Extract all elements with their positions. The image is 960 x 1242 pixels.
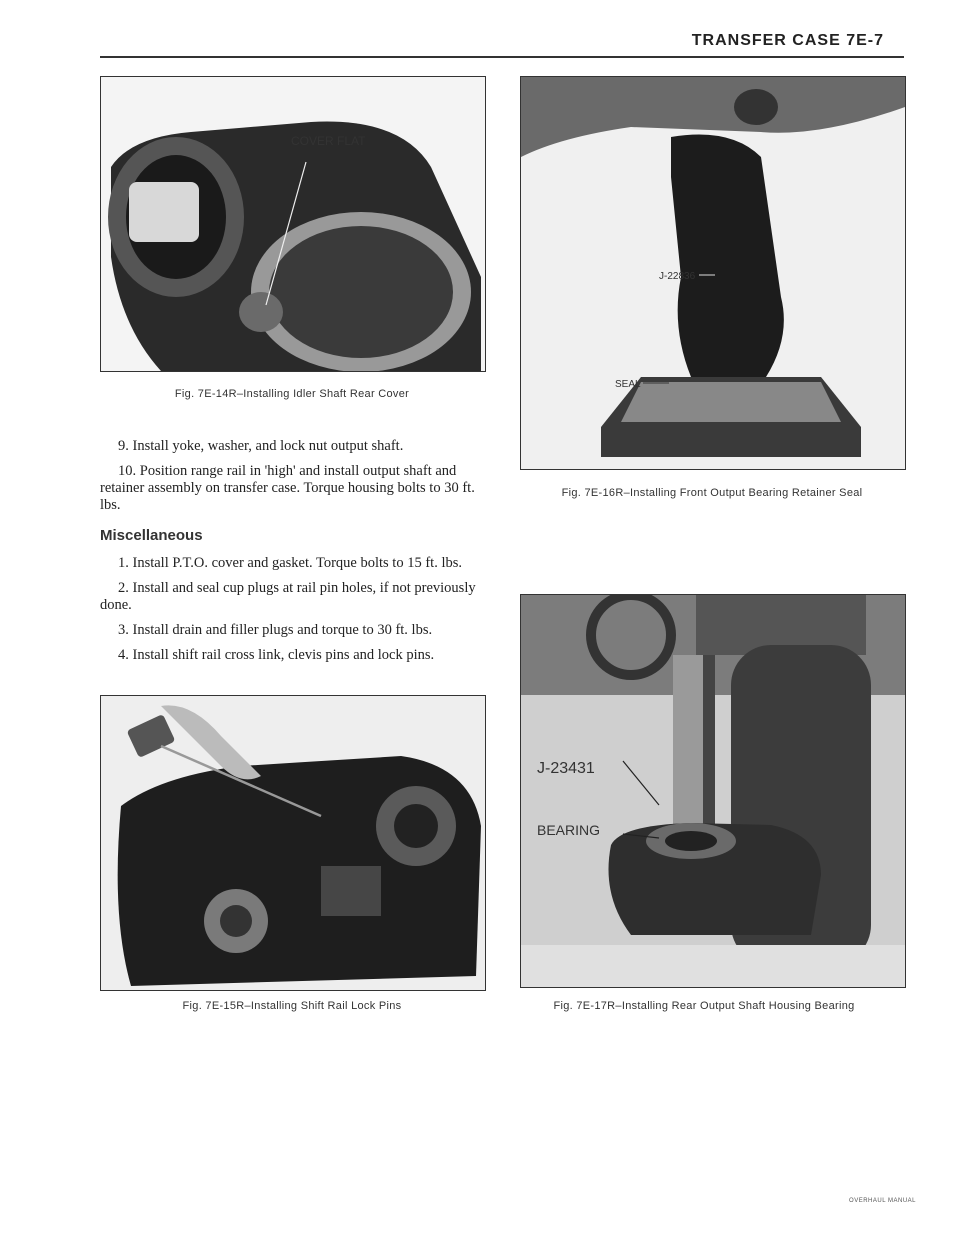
photo-transfer-case-cover: COVER FLAT [101, 77, 485, 371]
misc-step-1: 1. Install P.T.O. cover and gasket. Torq… [118, 555, 462, 571]
photo-arbor-press: J-23431 BEARING [521, 595, 905, 987]
label-tool-j-23431: J-23431 [537, 760, 595, 777]
steps-output-shaft: 9. Install yoke, washer, and lock nut ou… [100, 438, 488, 522]
steps-miscellaneous: 1. Install P.T.O. cover and gasket. Torq… [100, 555, 488, 672]
misc-step-3: 3. Install drain and filler plugs and to… [118, 622, 433, 638]
footer-text: OVERHAUL MANUAL [849, 1198, 916, 1204]
figure-rear-output-housing-bearing: J-23431 BEARING [520, 594, 906, 988]
figure-front-output-bearing-seal: J-22836 SEAL [520, 76, 906, 470]
label-tool-j-22836: J-22836 [659, 271, 696, 282]
page-title: TRANSFER CASE 7E-7 [691, 32, 884, 49]
photo-seal-installer: J-22836 SEAL [521, 77, 905, 469]
label-seal: SEAL [615, 379, 641, 390]
figure-caption: Fig. 7E-15R–Installing Shift Rail Lock P… [182, 1000, 402, 1012]
figure-caption: Fig. 7E-16R–Installing Front Output Bear… [561, 487, 863, 499]
photo-shift-rail-assembly [101, 696, 485, 990]
figure-idler-shaft-rear-cover: COVER FLAT [100, 76, 486, 372]
step-9: 9. Install yoke, washer, and lock nut ou… [118, 438, 404, 454]
figure-shift-rail-lock-pins [100, 695, 486, 991]
label-cover-flat: COVER FLAT [291, 134, 366, 148]
figure-caption: Fig. 7E-14R–Installing Idler Shaft Rear … [174, 388, 410, 400]
figure-caption: Fig. 7E-17R–Installing Rear Output Shaft… [553, 1000, 855, 1012]
misc-step-2: 2. Install and seal cup plugs at rail pi… [100, 580, 476, 613]
misc-step-4: 4. Install shift rail cross link, clevis… [118, 647, 435, 663]
step-10: 10. Position range rail in 'high' and in… [100, 463, 475, 513]
section-heading-miscellaneous: Miscellaneous [100, 527, 203, 544]
page-header: TRANSFER CASE 7E-7 [100, 28, 904, 58]
label-bearing: BEARING [537, 822, 600, 838]
